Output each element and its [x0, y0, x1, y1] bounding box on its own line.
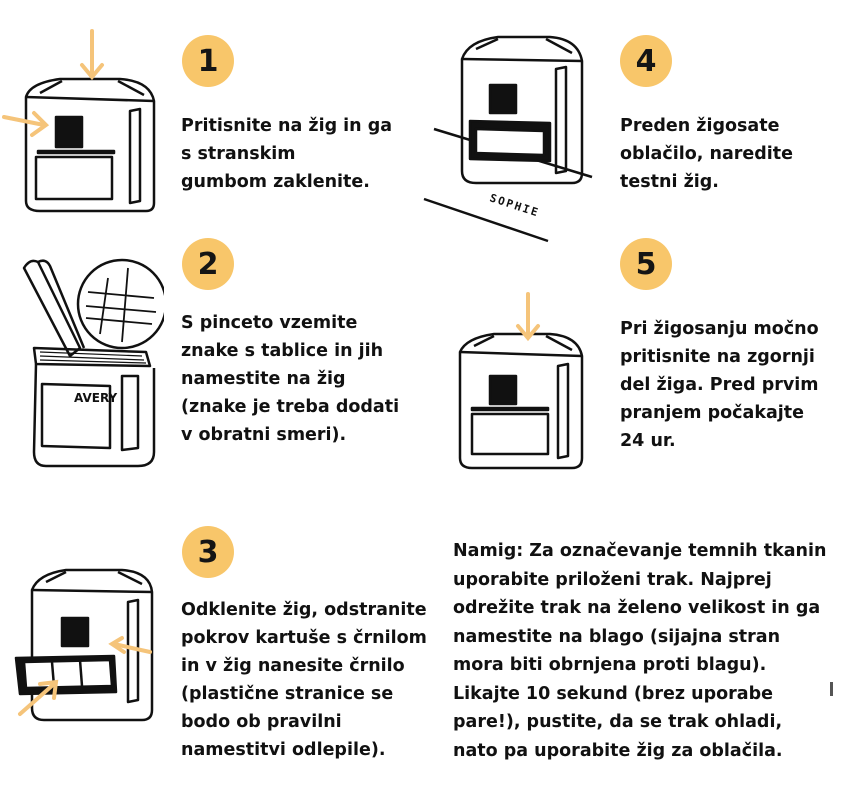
test-stamp-illustration: SOPHIE [423, 35, 593, 243]
press-stamp-illustration [458, 292, 584, 470]
edge-mark [830, 682, 833, 696]
brand-label: AVERY [74, 391, 118, 405]
step-2-badge: 2 [182, 238, 234, 290]
step-5-badge: 5 [620, 238, 672, 290]
step-1-badge: 1 [182, 35, 234, 87]
step-3-badge: 3 [182, 526, 234, 578]
stamp-lock-illustration [2, 29, 156, 213]
step-2-text: S pinceto vzemite znake s tablice in jih… [181, 313, 400, 445]
step-4-badge: 4 [620, 35, 672, 87]
sample-print-label: SOPHIE [488, 191, 541, 219]
step-4-text: Preden žigosate oblačilo, naredite testn… [620, 116, 794, 192]
step-5-text: Pri žigosanju močno pritisnite na zgornj… [620, 319, 819, 451]
ink-cartridge-illustration [14, 568, 154, 722]
step-1-text: Pritisnite na žig in ga s stranskim gumb… [181, 116, 393, 192]
tweezers-placing-characters-illustration: AVERY [22, 258, 164, 468]
step-3-text: Odklenite žig, odstranite pokrov kartuše… [181, 600, 427, 760]
tip-text: Namig: Za označevanje temnih tkanin upor… [453, 541, 827, 761]
